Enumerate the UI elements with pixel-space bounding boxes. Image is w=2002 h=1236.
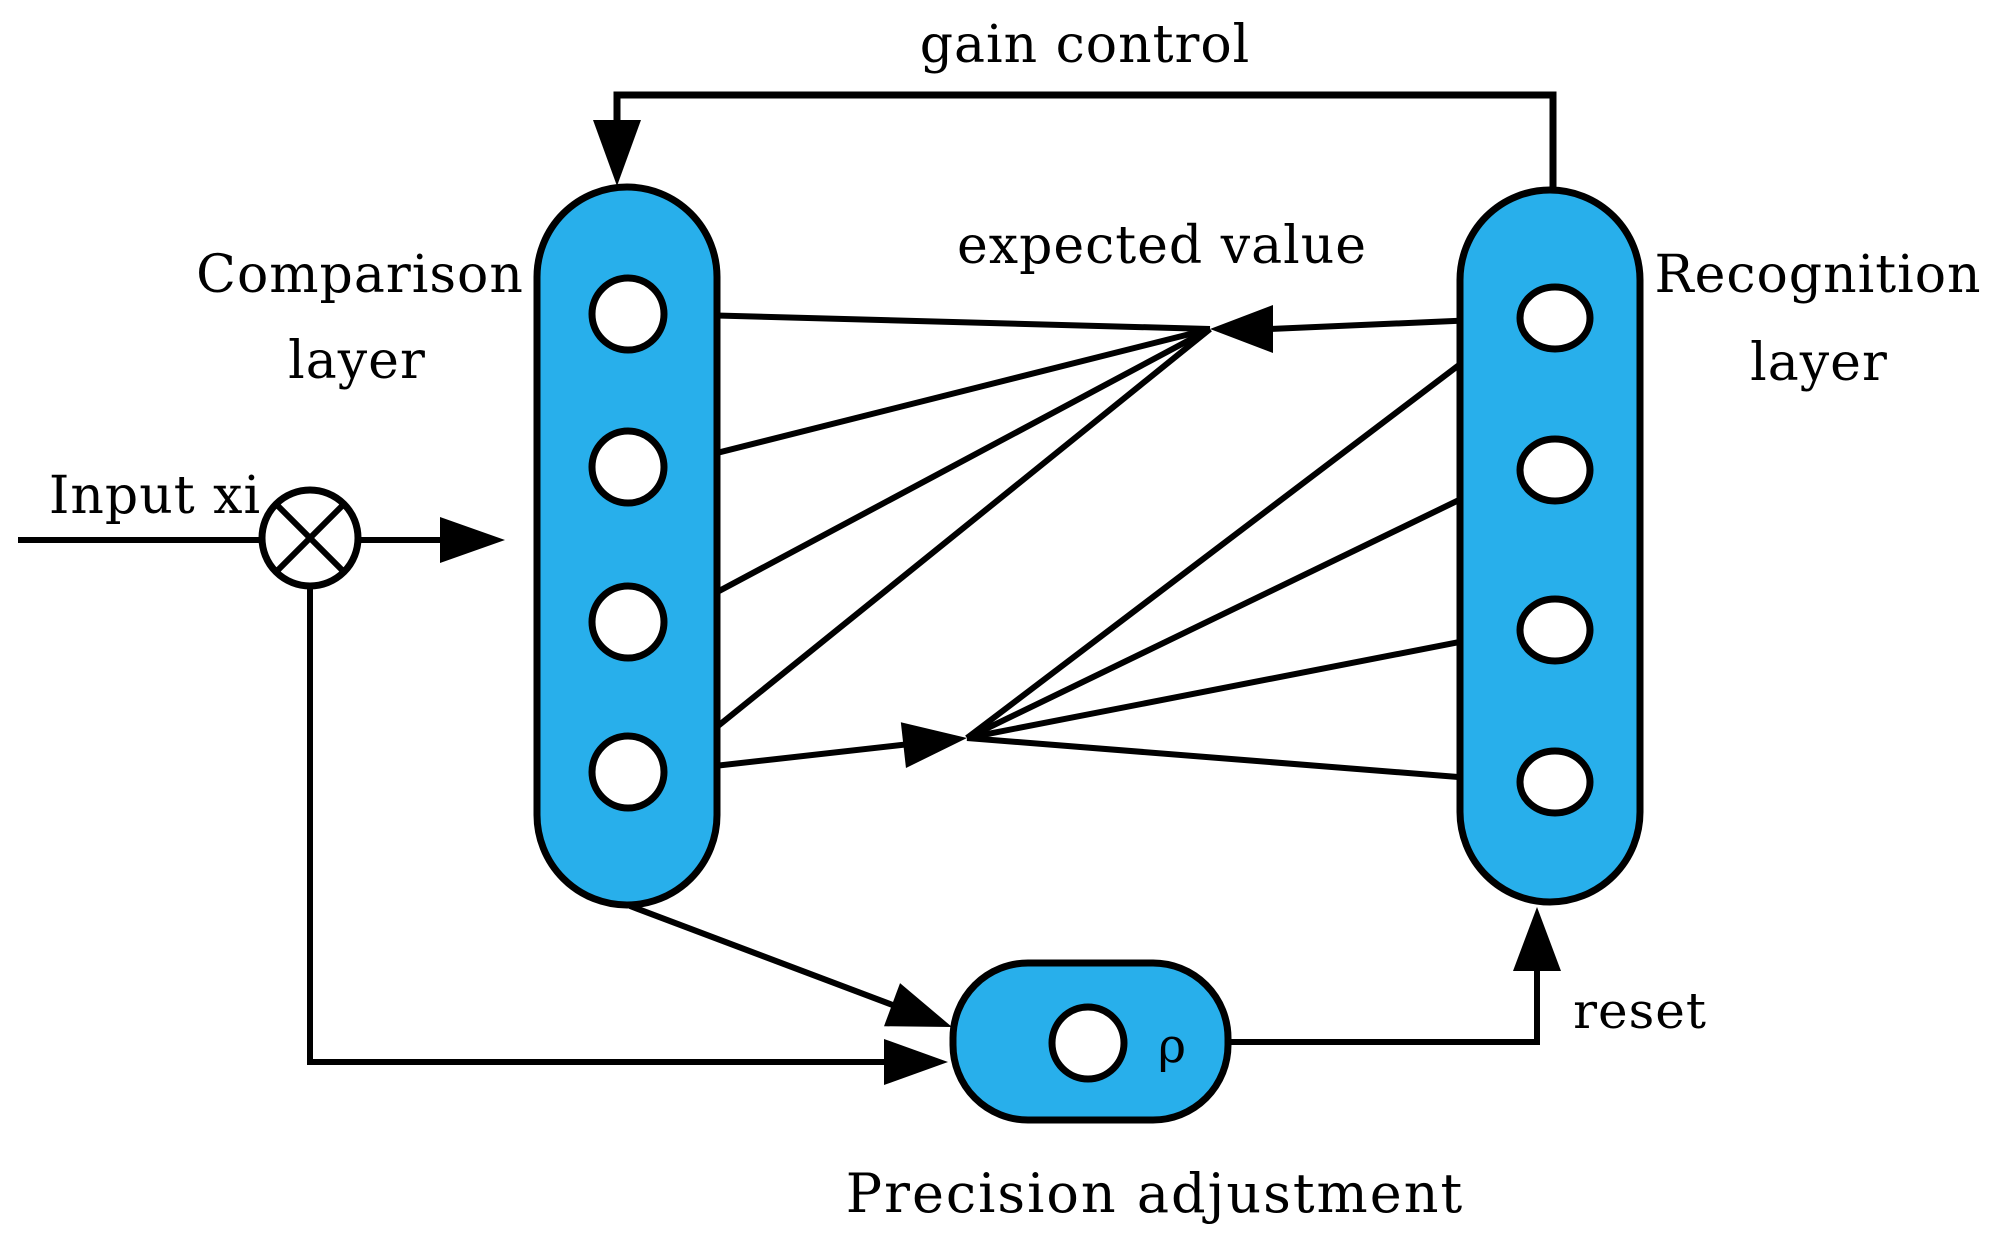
gain-control-arrowhead-icon <box>593 120 641 186</box>
gain-control-label: gain control <box>920 15 1251 75</box>
bottom-up-fan-line-4 <box>966 735 1522 785</box>
comparison-node-4 <box>588 732 668 812</box>
recognition-node-3 <box>1516 595 1594 665</box>
recognition-node-1 <box>1516 283 1594 353</box>
expected-value-arrowhead-icon <box>1210 305 1273 353</box>
expected-fan-line-4 <box>659 326 1212 775</box>
reset-label: reset <box>1573 982 1707 1040</box>
gain-control-connection <box>593 91 1557 195</box>
comparison-layer-label-line1: Comparison <box>196 245 524 305</box>
comparison-node-1 <box>588 274 668 354</box>
comparison-to-precision-arrowhead-icon <box>883 983 952 1027</box>
expected-value-label: expected value <box>957 216 1367 276</box>
precision-adjustment-label: Precision adjustment <box>846 1162 1464 1225</box>
input-arrowhead-icon <box>440 517 505 563</box>
comparison-node-3 <box>588 582 668 662</box>
precision-adjustment-unit: ρ <box>949 959 1232 1124</box>
vigilance-symbol-label: ρ <box>1158 1018 1186 1074</box>
recognition-node-4 <box>1516 747 1594 817</box>
input-label: Input xi <box>49 466 261 526</box>
gain-control-line <box>613 91 1557 195</box>
recognition-layer <box>1456 186 1644 906</box>
comparison-to-precision-line <box>628 903 900 1010</box>
expected-fan-line-2 <box>660 326 1211 470</box>
recognition-layer-label-line1: Recognition <box>1654 245 1981 305</box>
reset-connection <box>1228 907 1561 1045</box>
reset-line <box>1228 965 1540 1045</box>
bottom-up-arrowhead-icon <box>900 722 967 768</box>
bottom-up-fan-line-3 <box>966 627 1522 741</box>
recognition-layer-shape <box>1456 186 1644 906</box>
input-to-precision-line <box>307 586 890 1065</box>
reset-arrowhead-icon <box>1513 907 1561 971</box>
vigilance-node <box>1048 1003 1128 1083</box>
comparison-node-2 <box>588 427 668 507</box>
expected-fan-line-3 <box>659 326 1212 625</box>
input-section <box>18 486 948 1085</box>
comparison-layer-shape <box>533 183 721 909</box>
recognition-layer-label-line2: layer <box>1750 333 1888 393</box>
expected-value-connections <box>659 305 1523 775</box>
bottom-up-fan-line-1 <box>965 315 1523 741</box>
input-to-precision-arrowhead-icon <box>884 1039 948 1085</box>
comparison-layer <box>533 183 721 909</box>
recognition-node-2 <box>1516 435 1594 505</box>
comparison-to-precision-connection <box>628 903 952 1027</box>
multiplier-cross-line-2 <box>274 502 346 574</box>
bottom-up-fan-line-2 <box>965 467 1523 741</box>
expected-fan-line-1 <box>660 311 1211 332</box>
comparison-layer-label-line2: layer <box>288 331 426 391</box>
